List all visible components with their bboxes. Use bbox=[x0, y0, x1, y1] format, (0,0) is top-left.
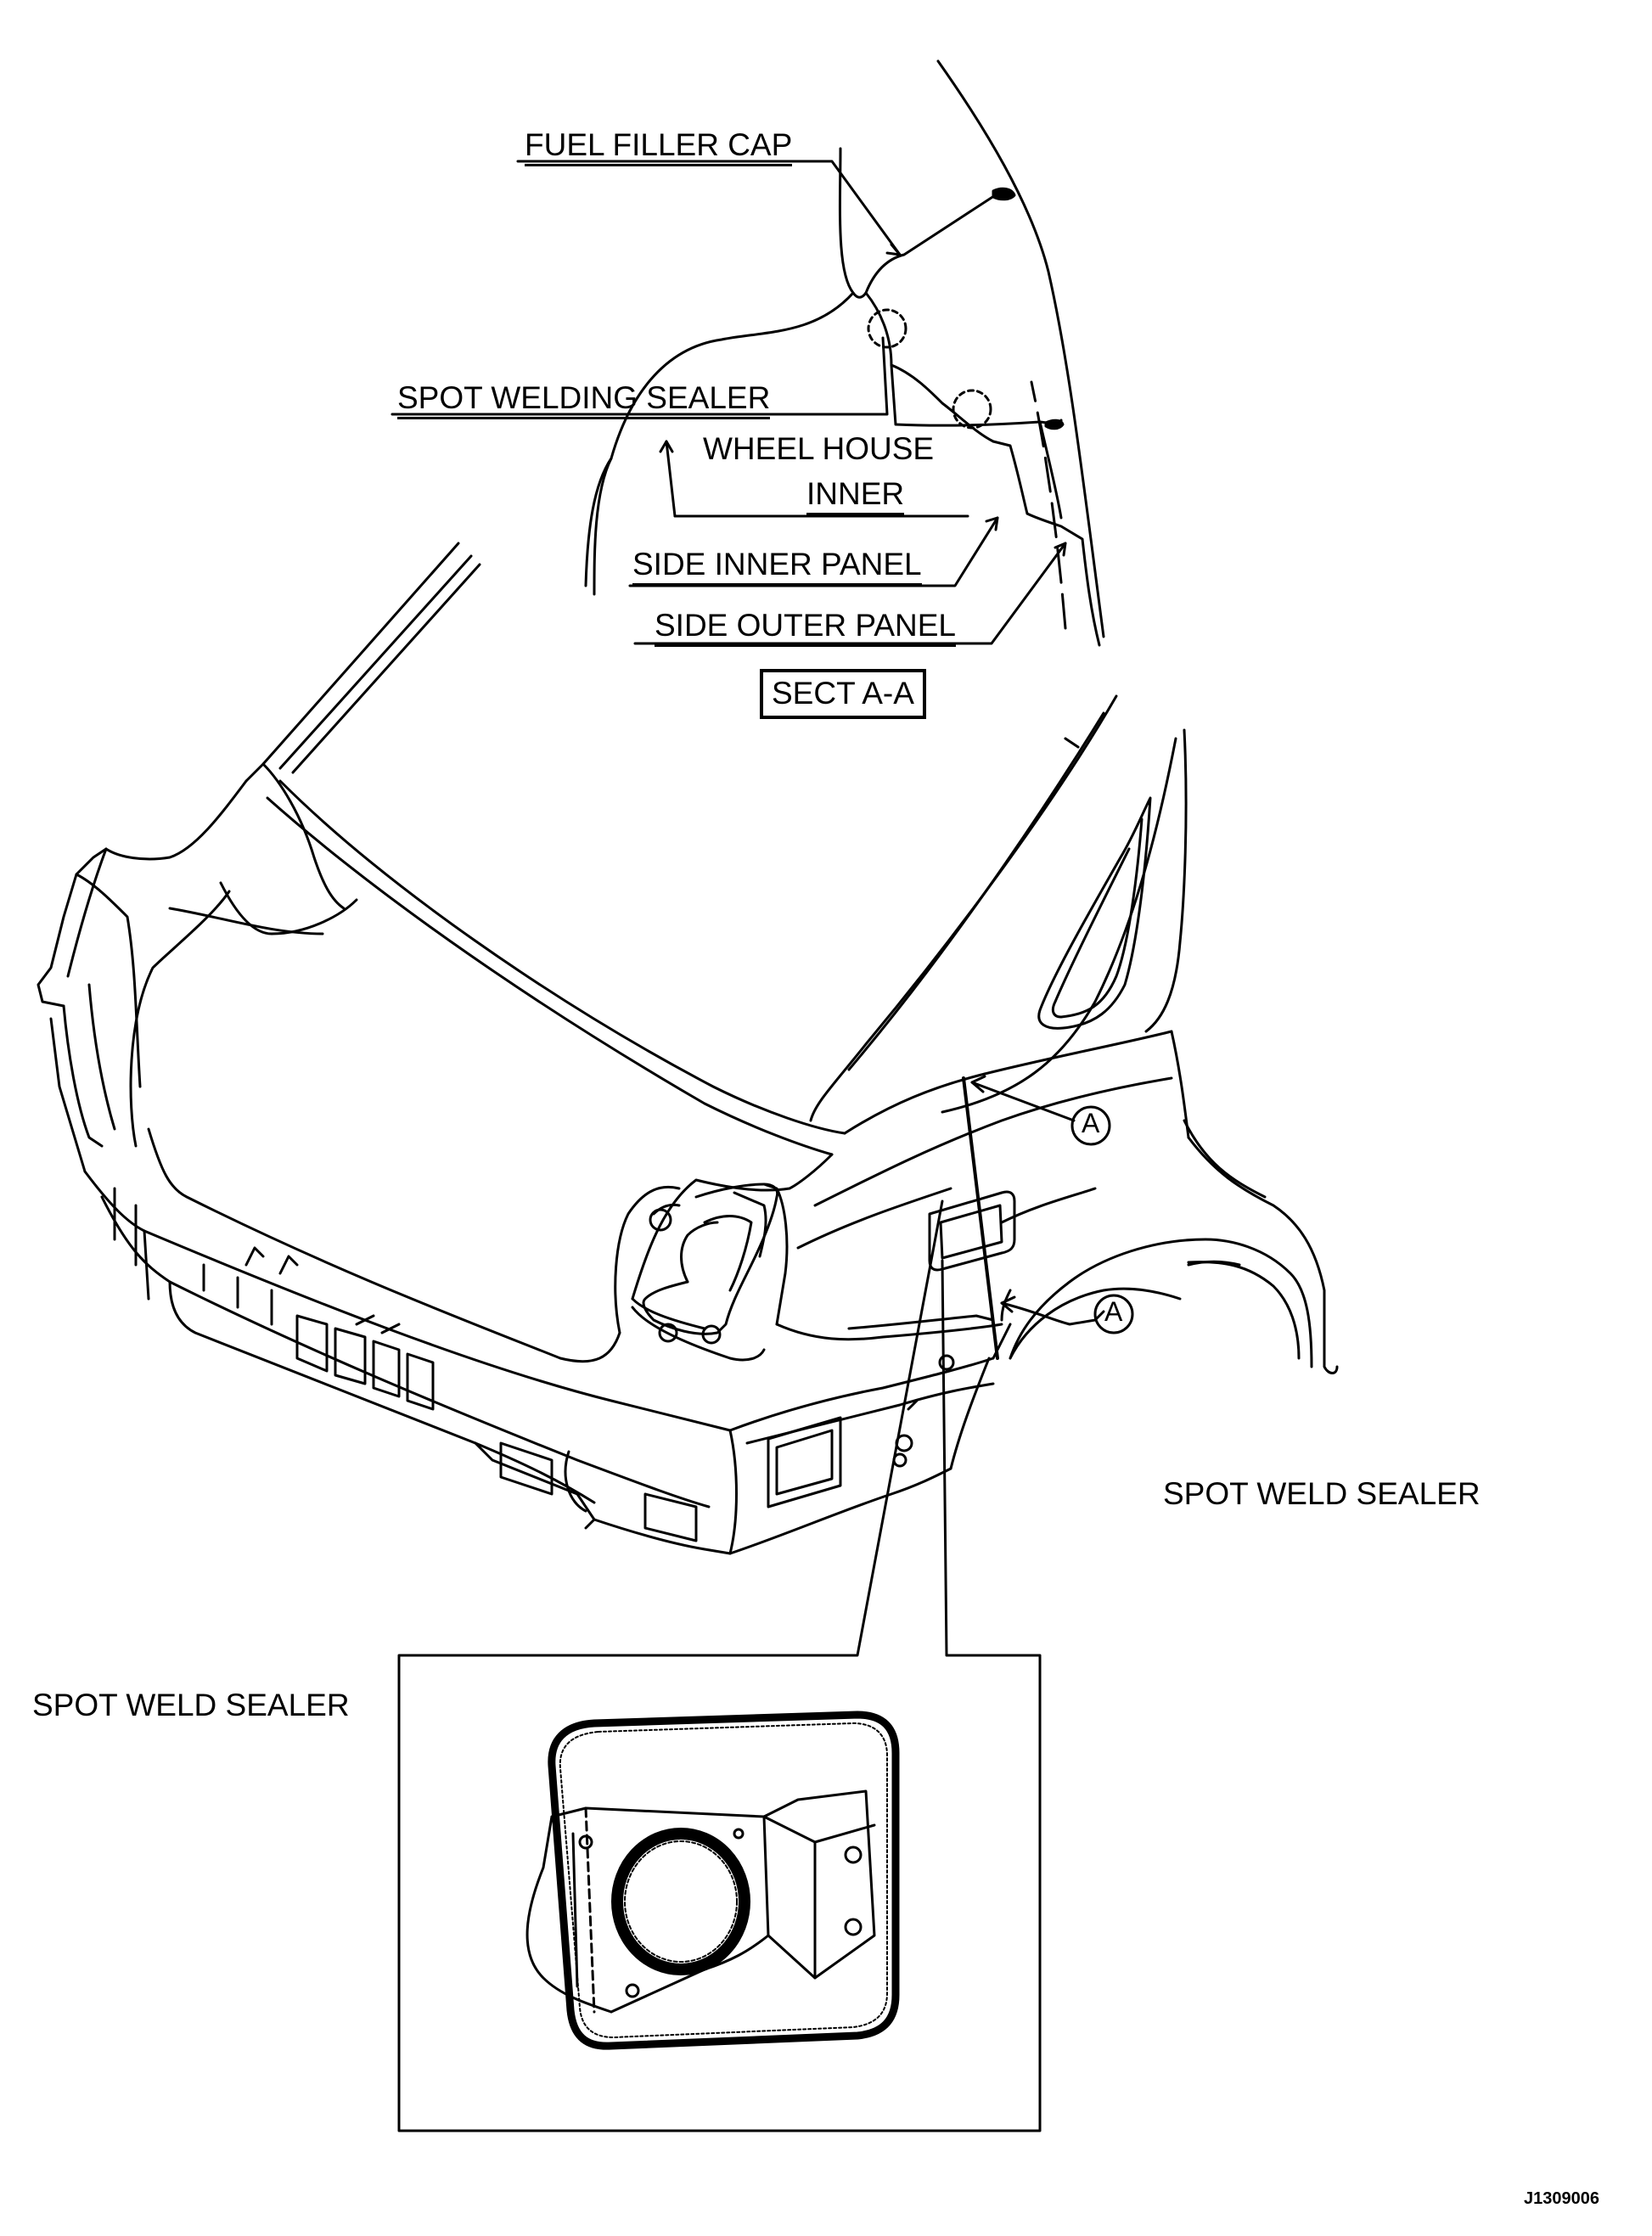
section-marker-label-2: A bbox=[1104, 1296, 1123, 1327]
section-a-a-detail bbox=[391, 59, 1105, 647]
section-marker-label-1: A bbox=[1082, 1108, 1100, 1138]
car-body-illustration bbox=[37, 542, 1339, 1555]
label-fuel-filler-cap: FUEL FILLER CAP bbox=[525, 129, 793, 166]
inset-callout bbox=[397, 1199, 1042, 2132]
label-side-outer-panel: SIDE OUTER PANEL bbox=[655, 610, 957, 647]
label-section-a-a: SECT A-A bbox=[760, 669, 926, 719]
figure-code: J1309006 bbox=[1524, 2189, 1599, 2208]
label-wheel-house-inner-1: WHEEL HOUSE bbox=[703, 431, 935, 466]
section-markers bbox=[1070, 1105, 1134, 1334]
label-spot-welding-sealer: SPOT WELDING SEALER bbox=[397, 382, 771, 419]
label-wheel-house-inner-2: INNER bbox=[806, 478, 905, 515]
label-side-inner-panel: SIDE INNER PANEL bbox=[632, 548, 922, 586]
label-spot-weld-sealer-left: SPOT WELD SEALER bbox=[32, 1688, 350, 1722]
label-spot-weld-sealer-right: SPOT WELD SEALER bbox=[1163, 1476, 1481, 1511]
